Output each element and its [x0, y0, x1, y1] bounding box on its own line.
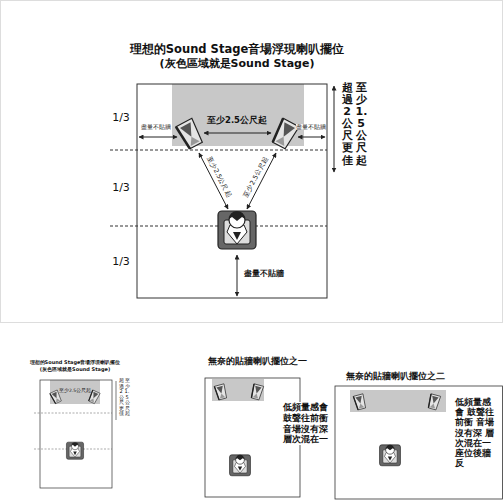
- sound-stage-area: [212, 379, 264, 401]
- listener-chair: [230, 455, 251, 476]
- annotation-label: 盡量不貼牆: [141, 124, 171, 130]
- dimension-arrow: [298, 137, 325, 138]
- speaker-symbol: [214, 384, 227, 400]
- room-outline: [335, 386, 503, 499]
- third-line: [34, 413, 112, 414]
- annotation-label: 無奈的貼牆喇叭擺位之二: [346, 371, 445, 381]
- speaker-symbol: [427, 394, 440, 410]
- third-line: [110, 150, 327, 151]
- annotation-label: 超過2公尺更佳: [119, 378, 124, 417]
- listener-chair: [218, 211, 256, 249]
- dimension-arrow: [204, 133, 271, 134]
- listener-chair: [66, 442, 83, 459]
- room-outline: [137, 84, 327, 298]
- dimension-arrow: [139, 137, 177, 138]
- annotation-label: 1/3: [112, 182, 130, 195]
- annotation-label: 理想的Sound Stage音場浮現喇叭擺位: [30, 360, 121, 366]
- annotation-label: 無奈的貼牆喇叭擺位之一: [208, 356, 307, 366]
- annotation-label: 超過2公尺更佳: [342, 82, 353, 167]
- frame: [1, 1, 503, 323]
- dimension-arrow: [237, 255, 238, 296]
- annotation-label: 至少2.5公尺起: [205, 154, 233, 199]
- sound-stage-area: [350, 390, 446, 412]
- annotation-label: 至少2.5公尺起: [242, 154, 270, 199]
- sound-stage-area: [50, 380, 100, 404]
- annotation-label: 盡量不貼牆: [244, 269, 284, 278]
- annotation-label: 至少2.5公尺起: [207, 116, 267, 126]
- speaker-symbol: [271, 118, 299, 149]
- speaker-symbol: [176, 118, 204, 149]
- annotation-label: (灰色區域就是Sound Stage): [40, 367, 110, 373]
- annotation-label: 低頻量感會 鼓聲往前衝 音場沒有深 層次混在一: [283, 402, 328, 445]
- speaker-symbol: [353, 394, 366, 410]
- annotation-label: 至少2.5公尺起: [59, 388, 91, 393]
- room-outline: [40, 380, 112, 488]
- annotation-label: 低頻量感會 鼓聲往前衝 音場沒有深 層次混在一 座位後牆反: [455, 397, 498, 468]
- speaker-symbol: [250, 384, 263, 400]
- main-title: 理想的Sound Stage音場浮現喇叭擺位: [130, 43, 344, 56]
- annotation-label: 盡量不貼牆: [296, 124, 326, 130]
- dimension-arrow: [116, 381, 117, 420]
- annotation-label: 至少1.5公尺起: [356, 82, 367, 167]
- annotation-label: 1/3: [112, 112, 130, 125]
- listener-chair: [380, 445, 401, 466]
- annotation-label: 至少1.5公尺起: [125, 378, 130, 417]
- annotation-label: (灰色區域就是Sound Stage): [160, 58, 315, 71]
- dimension-arrow: [334, 86, 335, 172]
- annotation-label: 1/3: [112, 256, 130, 269]
